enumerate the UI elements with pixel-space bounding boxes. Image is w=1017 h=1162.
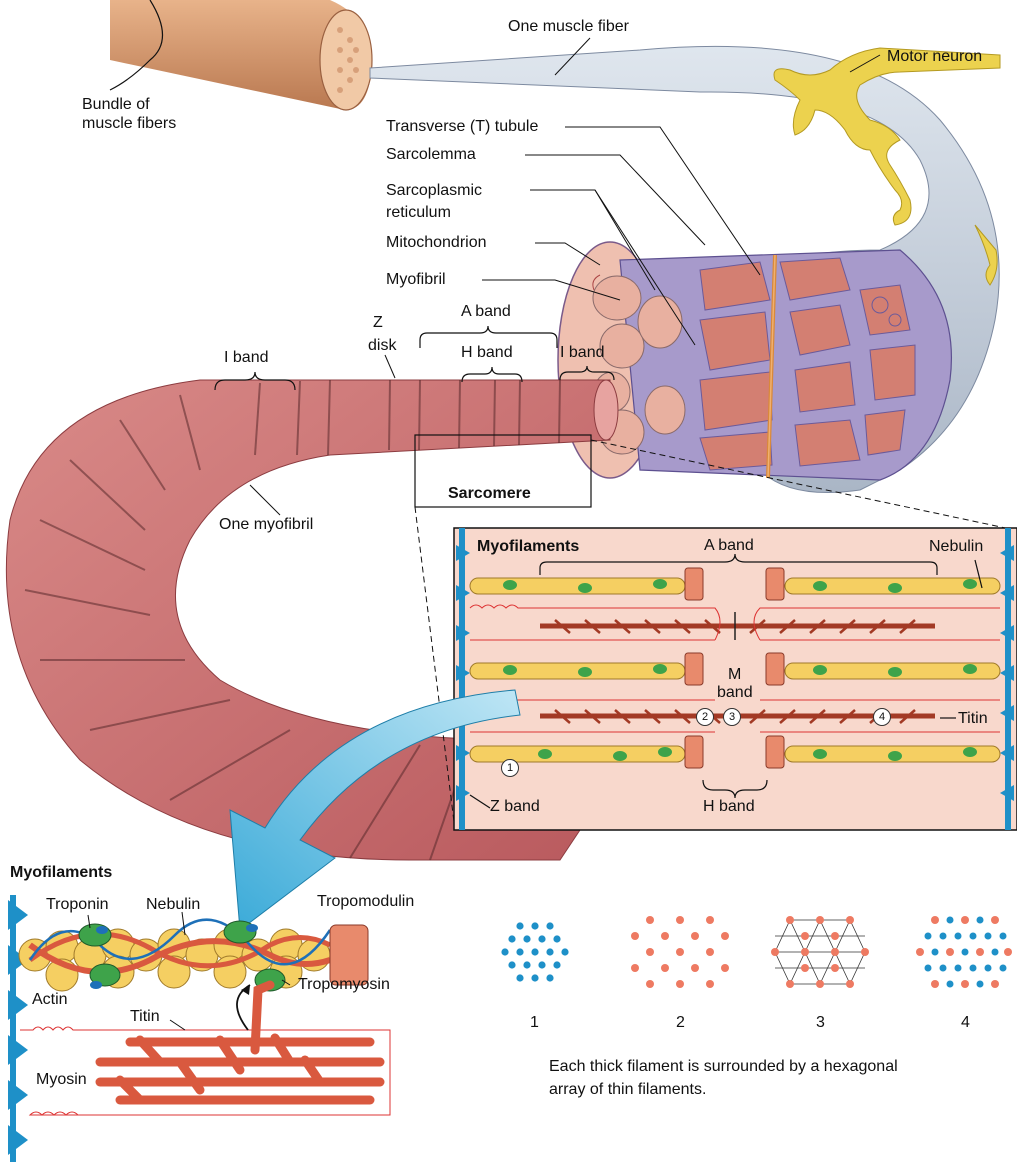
label-bundle: Bundle of muscle fibers [82, 95, 192, 133]
inset-z-band: Z band [490, 797, 540, 816]
label-bundle-line1: Bundle of [82, 95, 192, 114]
label-t-tubule: Transverse (T) tubule [386, 117, 538, 136]
label-one-myofibril: One myofibril [219, 515, 313, 534]
hex-array-3 [771, 916, 869, 988]
inset-m-line1: M [728, 665, 741, 684]
label-myofibril: Myofibril [386, 270, 446, 289]
detail-tropomyosin: Tropomyosin [298, 975, 390, 994]
marker-1: 1 [501, 759, 519, 777]
marker-4: 4 [873, 708, 891, 726]
detail-actin: Actin [32, 990, 68, 1009]
myofilament-detail [8, 895, 390, 1162]
marker-3: 3 [723, 708, 741, 726]
label-z-line1: Z [373, 313, 383, 332]
label-h-band-top: H band [461, 343, 513, 362]
label-one-muscle-fiber: One muscle fiber [508, 17, 629, 36]
array-label-4: 4 [961, 1013, 970, 1032]
label-motor-neuron: Motor neuron [887, 47, 982, 66]
hex-array-1 [501, 922, 568, 981]
detail-titin: Titin [130, 1007, 160, 1026]
label-i-band-right: I band [560, 343, 604, 362]
array-label-2: 2 [676, 1013, 685, 1032]
inset-a-band: A band [704, 536, 754, 555]
array-label-1: 1 [530, 1013, 539, 1032]
array-label-3: 3 [816, 1013, 825, 1032]
detail-troponin: Troponin [46, 895, 109, 914]
label-a-band-top: A band [461, 302, 511, 321]
label-mitochondrion: Mitochondrion [386, 233, 487, 252]
detail-nebulin: Nebulin [146, 895, 200, 914]
inset-nebulin: Nebulin [929, 537, 983, 556]
inset-title: Myofilaments [477, 537, 579, 556]
hex-array-2 [631, 916, 729, 988]
inset-titin: Titin [958, 709, 988, 728]
marker-2: 2 [696, 708, 714, 726]
fiber-cross-section [558, 242, 951, 480]
detail-myosin: Myosin [36, 1070, 87, 1089]
array-caption-line1: Each thick filament is surrounded by a h… [549, 1057, 898, 1076]
muscle-bundle [110, 0, 372, 110]
label-z-line2: disk [368, 336, 396, 355]
label-i-band-left: I band [224, 348, 268, 367]
inset-h-band: H band [703, 797, 755, 816]
inset-m-line2: band [717, 683, 753, 702]
label-sarcomere: Sarcomere [448, 484, 531, 503]
label-sr-line2: reticulum [386, 203, 451, 222]
hex-array-4 [916, 916, 1012, 988]
detail-tropomodulin: Tropomodulin [317, 892, 414, 911]
detail-title: Myofilaments [10, 863, 112, 882]
array-caption-line2: array of thin filaments. [549, 1080, 706, 1099]
label-sarcolemma: Sarcolemma [386, 145, 476, 164]
label-sr-line1: Sarcoplasmic [386, 181, 482, 200]
label-bundle-line2: muscle fibers [82, 114, 192, 133]
